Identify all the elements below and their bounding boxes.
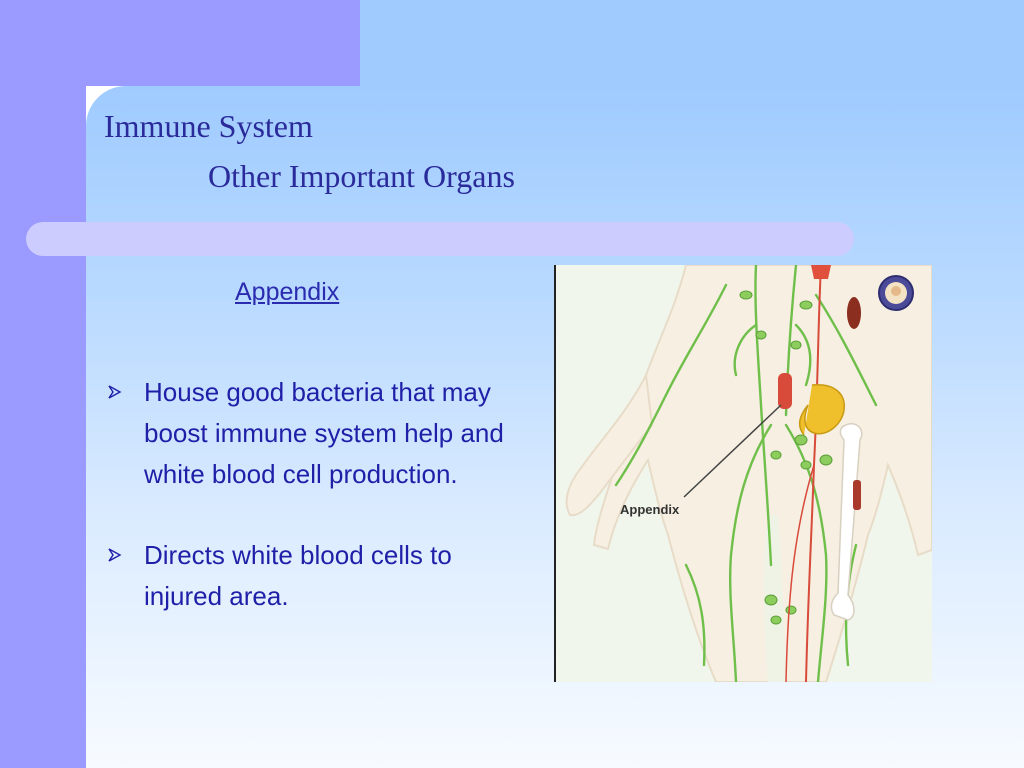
divider-bar	[26, 222, 854, 256]
header-panel	[360, 0, 1024, 86]
left-accent-strip	[0, 0, 86, 768]
bullet-item: House good bacteria that may boost immun…	[108, 372, 528, 495]
slide-title: Immune System	[104, 108, 313, 144]
bullet-text: Directs white blood cells to injured are…	[144, 540, 452, 611]
arrowhead-bullet-icon	[108, 385, 122, 399]
bullet-item: Directs white blood cells to injured are…	[108, 535, 528, 617]
section-heading: Appendix	[235, 278, 340, 306]
slide-subtitle: Other Important Organs	[208, 158, 515, 194]
bullet-text: House good bacteria that may boost immun…	[144, 377, 504, 489]
anatomy-figure: Appendix	[554, 265, 932, 682]
appendix-label: Appendix	[620, 502, 680, 517]
seal-badge-icon	[878, 275, 914, 311]
top-accent-block	[0, 0, 360, 86]
bullet-list: House good bacteria that may boost immun…	[108, 372, 528, 617]
arrowhead-bullet-icon	[108, 548, 122, 562]
anatomy-illustration-icon: Appendix	[565, 265, 932, 682]
